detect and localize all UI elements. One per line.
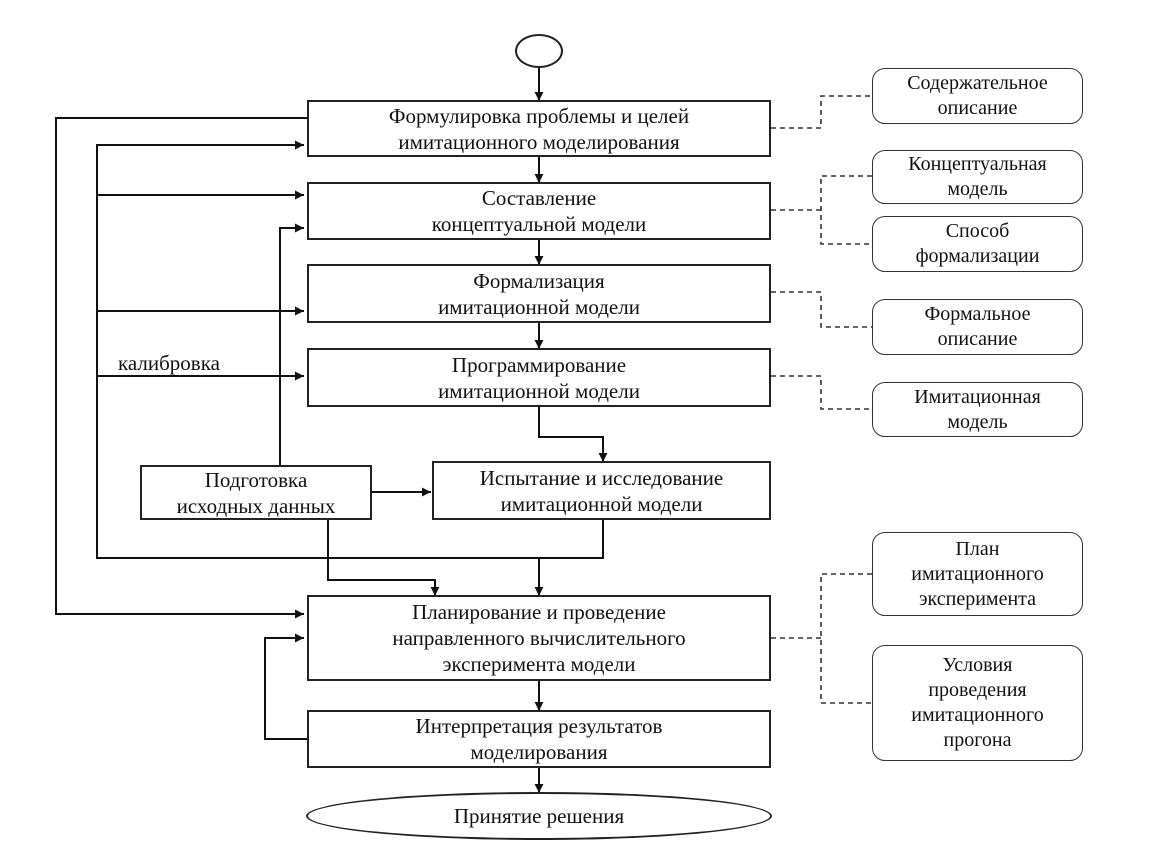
- start-node: [515, 34, 563, 68]
- end-node-decision: Принятие решения: [306, 792, 772, 840]
- step-testing: Испытание и исследование имитационной мо…: [432, 461, 771, 520]
- step-planning: Планирование и проведение направленного …: [307, 595, 771, 681]
- output-content-description: Содержательное описание: [872, 68, 1083, 124]
- output-formalization-method: Способ формализации: [872, 216, 1083, 272]
- calibration-label: калибровка: [118, 351, 220, 375]
- output-run-conditions: Условия проведения имитационного прогона: [872, 645, 1083, 761]
- step-interpretation: Интерпретация результатов моделирования: [307, 710, 771, 768]
- step-data-preparation: Подготовка исходных данных: [140, 465, 372, 520]
- step-conceptual-model: Составление концептуальной модели: [307, 182, 771, 240]
- step-programming: Программирование имитационной модели: [307, 348, 771, 407]
- output-simulation-model: Имитационная модель: [872, 382, 1083, 437]
- output-experiment-plan: План имитационного эксперимента: [872, 532, 1083, 616]
- output-formal-description: Формальное описание: [872, 299, 1083, 355]
- output-conceptual-model: Концептуальная модель: [872, 150, 1083, 204]
- step-formalization: Формализация имитационной модели: [307, 264, 771, 323]
- step-formulation: Формулировка проблемы и целей имитационн…: [307, 100, 771, 157]
